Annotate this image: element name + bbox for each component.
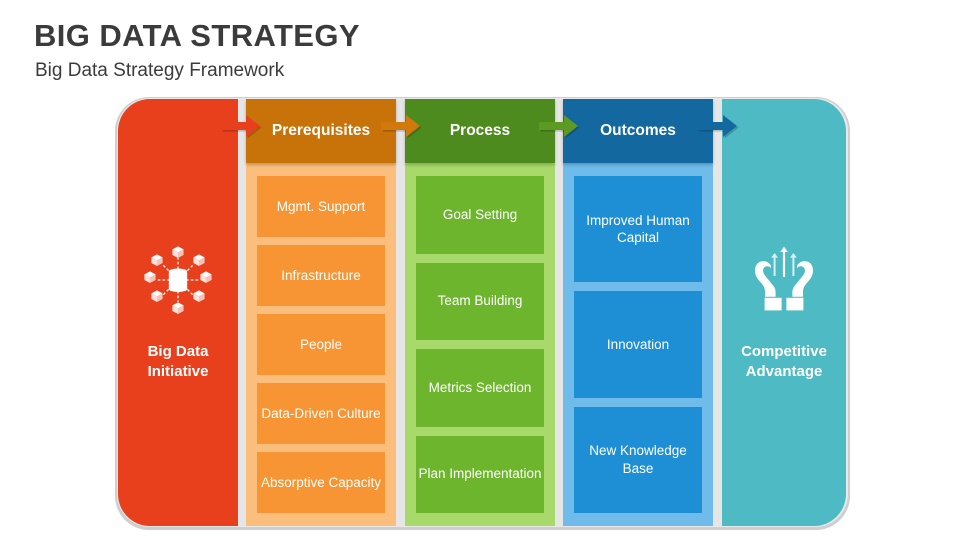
list-item[interactable]: Innovation: [574, 291, 702, 398]
column-body-prerequisites: Mgmt. Support Infrastructure People Data…: [246, 163, 396, 526]
column-label-big-data-initiative: Big Data Initiative: [147, 342, 209, 380]
column-process[interactable]: Process Goal Setting Team Building Metri…: [405, 99, 555, 526]
hands-with-growth-arrows-icon: [755, 246, 813, 311]
list-item[interactable]: Metrics Selection: [416, 349, 544, 427]
list-item[interactable]: Team Building: [416, 262, 544, 340]
list-item[interactable]: Mgmt. Support: [257, 176, 385, 237]
list-item[interactable]: Plan Implementation: [416, 435, 544, 513]
column-big-data-initiative[interactable]: Big Data Initiative: [118, 99, 238, 526]
column-outcomes[interactable]: Outcomes Improved Human Capital Innovati…: [563, 99, 713, 526]
list-item[interactable]: Improved Human Capital: [574, 176, 702, 283]
page-title: BIG DATA STRATEGY: [34, 18, 360, 53]
column-body-outcomes: Improved Human Capital Innovation New Kn…: [563, 163, 713, 526]
column-competitive-advantage[interactable]: Competitive Advantage: [722, 99, 846, 526]
column-label-competitive-advantage: Competitive Advantage: [741, 342, 827, 380]
column-header-process[interactable]: Process: [405, 99, 555, 163]
list-item[interactable]: Absorptive Capacity: [257, 452, 385, 513]
column-header-outcomes[interactable]: Outcomes: [563, 99, 713, 163]
list-item[interactable]: New Knowledge Base: [574, 406, 702, 513]
column-body-process: Goal Setting Team Building Metrics Selec…: [405, 163, 555, 526]
column-prerequisites[interactable]: Prerequisites Mgmt. Support Infrastructu…: [246, 99, 396, 526]
column-header-prerequisites[interactable]: Prerequisites: [246, 99, 396, 163]
page-subtitle: Big Data Strategy Framework: [35, 60, 285, 81]
list-item[interactable]: Data-Driven Culture: [257, 383, 385, 444]
framework-diagram: Big Data Initiative Prerequisites Mgmt. …: [118, 99, 846, 526]
list-item[interactable]: People: [257, 314, 385, 375]
list-item[interactable]: Goal Setting: [416, 176, 544, 254]
list-item[interactable]: Infrastructure: [257, 245, 385, 306]
big-data-network-icon: [144, 246, 212, 314]
